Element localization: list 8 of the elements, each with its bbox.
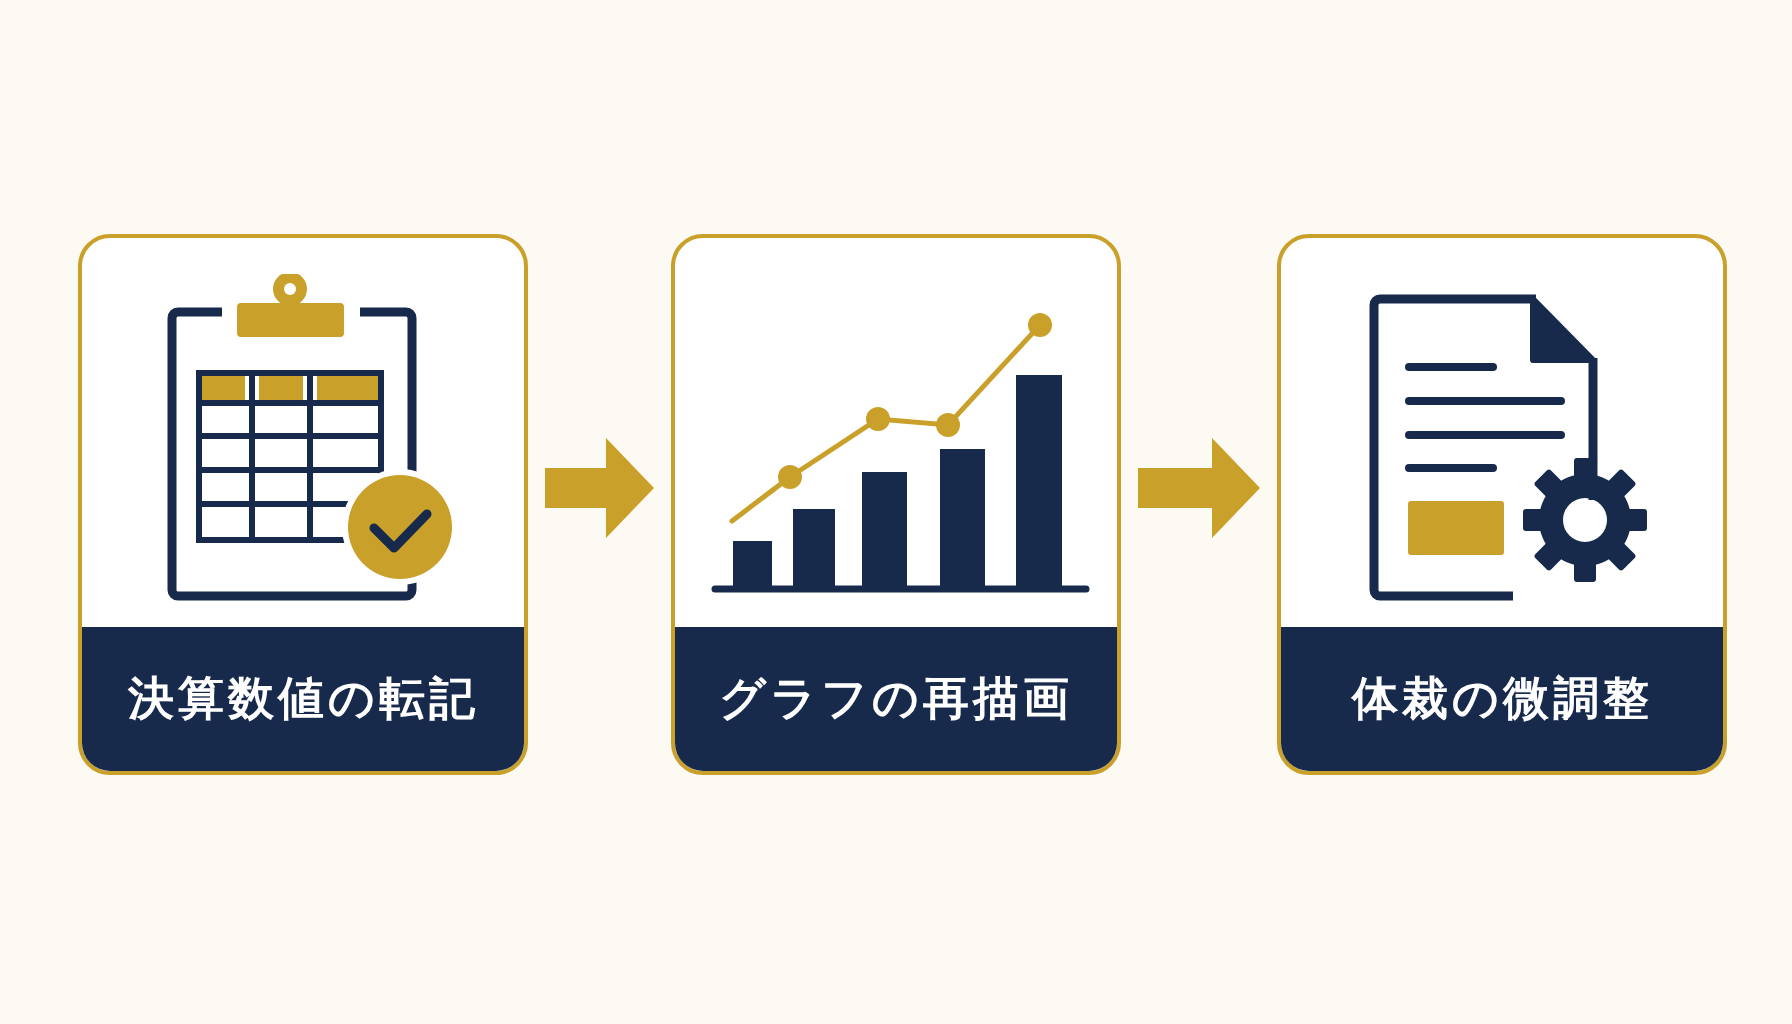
- block-arrow: [1138, 438, 1260, 538]
- step-title: 決算数値の転記: [82, 627, 524, 771]
- step-title: グラフの再描画: [675, 627, 1117, 771]
- process-card: [1277, 234, 1727, 775]
- block-arrow: [545, 438, 654, 538]
- process-card: [78, 234, 528, 775]
- step-title: 体裁の微調整: [1281, 627, 1723, 771]
- process-card: [671, 234, 1121, 775]
